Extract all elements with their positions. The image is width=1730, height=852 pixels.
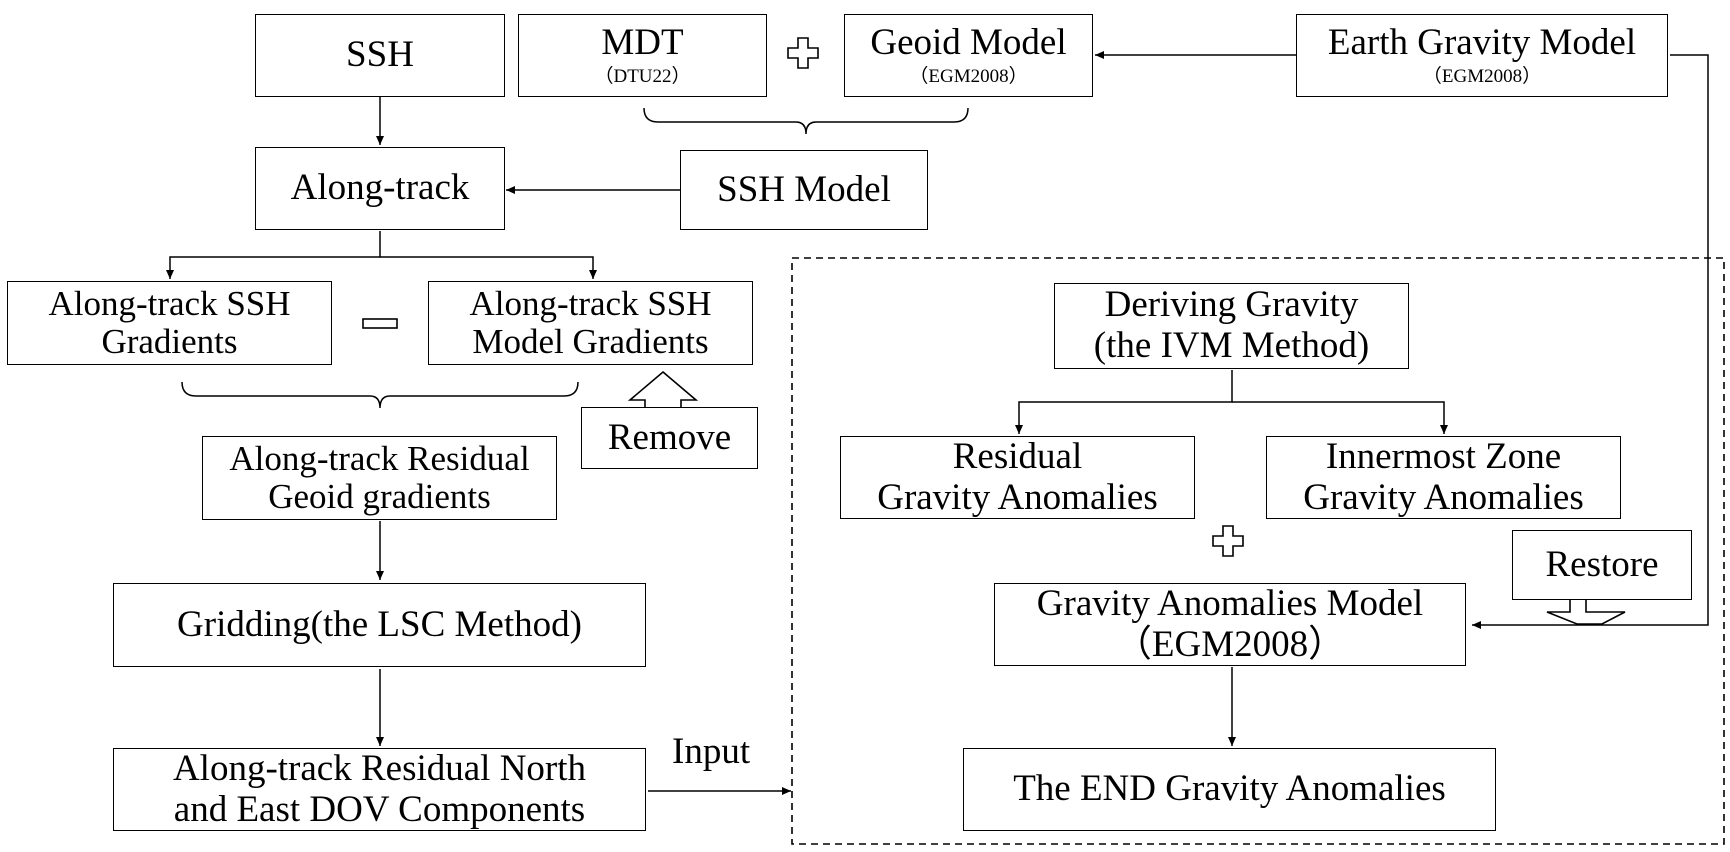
minus-sign (362, 318, 398, 329)
input-label: Input (672, 731, 751, 772)
innermost-zone-line2: Gravity Anomalies (1303, 476, 1584, 518)
along-track-model-gradients-line1: Along-track SSH (469, 283, 712, 323)
connector-deriving-split (1015, 370, 1233, 434)
ssh-label: SSH (346, 34, 414, 76)
connector-along-track-split (166, 231, 381, 279)
mdt-box: MDT （DTU22） (518, 14, 767, 97)
deriving-gravity-line1: Deriving Gravity (1104, 284, 1359, 326)
residual-geoid-gradients-line2: Geoid gradients (268, 477, 491, 516)
restore-arrow-icon (1546, 597, 1626, 625)
dov-components-line1: Along-track Residual North (172, 747, 587, 789)
brace-gradients (181, 381, 579, 409)
gridding-box: Gridding(the LSC Method) (113, 583, 646, 667)
earth-gravity-model-source: （EGM2008） (1422, 65, 1542, 87)
geoid-model-box: Geoid Model （EGM2008） (844, 14, 1093, 97)
plus-sign (1212, 525, 1244, 557)
gravity-anomalies-model-line2: （EGM2008） (1114, 623, 1346, 665)
residual-geoid-gradients-line1: Along-track Residual (229, 438, 530, 478)
deriving-gravity-box: Deriving Gravity (the IVM Method) (1054, 283, 1409, 369)
ssh-model-label: SSH Model (717, 168, 891, 210)
mdt-label: MDT (601, 22, 684, 64)
restore-box: Restore (1512, 530, 1692, 600)
dov-components-box: Along-track Residual North and East DOV … (113, 748, 646, 831)
gravity-anomalies-model-line1: Gravity Anomalies Model (1036, 582, 1424, 624)
residual-gravity-line2: Gravity Anomalies (877, 476, 1158, 518)
along-track-box: Along-track (255, 147, 505, 230)
dov-components-line2: and East DOV Components (173, 788, 586, 830)
remove-box: Remove (581, 407, 758, 469)
residual-gravity-line1: Residual (952, 435, 1083, 477)
along-track-model-gradients-line2: Model Gradients (472, 322, 709, 361)
along-track-label: Along-track (290, 167, 470, 209)
innermost-zone-line1: Innermost Zone (1325, 435, 1562, 477)
geoid-model-source: （EGM2008） (909, 65, 1028, 87)
remove-label: Remove (607, 416, 732, 458)
arrow-egm-to-grav-model (1472, 54, 1709, 629)
gridding-label: Gridding(the LSC Method) (177, 603, 582, 645)
brace-mdt-geoid (643, 107, 969, 135)
along-track-ssh-gradients-line2: Gradients (101, 322, 238, 361)
along-track-ssh-gradients-box: Along-track SSH Gradients (7, 281, 332, 365)
deriving-gravity-line2: (the IVM Method) (1093, 325, 1370, 366)
end-gravity-anomalies-label: The END Gravity Anomalies (1013, 768, 1446, 810)
ssh-model-box: SSH Model (680, 150, 928, 230)
remove-arrow-icon (627, 370, 699, 411)
restore-region (791, 257, 1725, 845)
residual-gravity-box: Residual Gravity Anomalies (840, 436, 1195, 519)
gravity-anomalies-model-box: Gravity Anomalies Model （EGM2008） (994, 583, 1466, 666)
end-gravity-anomalies-box: The END Gravity Anomalies (963, 748, 1496, 831)
earth-gravity-model-label: Earth Gravity Model (1327, 22, 1637, 64)
along-track-ssh-gradients-line1: Along-track SSH (48, 283, 291, 323)
earth-gravity-model-box: Earth Gravity Model （EGM2008） (1296, 14, 1668, 97)
restore-label: Restore (1545, 543, 1659, 585)
geoid-model-label: Geoid Model (870, 22, 1067, 64)
mdt-source: （DTU22） (594, 65, 691, 87)
residual-geoid-gradients-box: Along-track Residual Geoid gradients (202, 436, 557, 520)
along-track-model-gradients-box: Along-track SSH Model Gradients (428, 281, 753, 365)
connector-along-track-split-right (380, 256, 597, 279)
innermost-zone-box: Innermost Zone Gravity Anomalies (1266, 436, 1621, 519)
ssh-box: SSH (255, 14, 505, 97)
connector-deriving-split-right (1232, 401, 1448, 434)
plus-sign (787, 37, 819, 69)
